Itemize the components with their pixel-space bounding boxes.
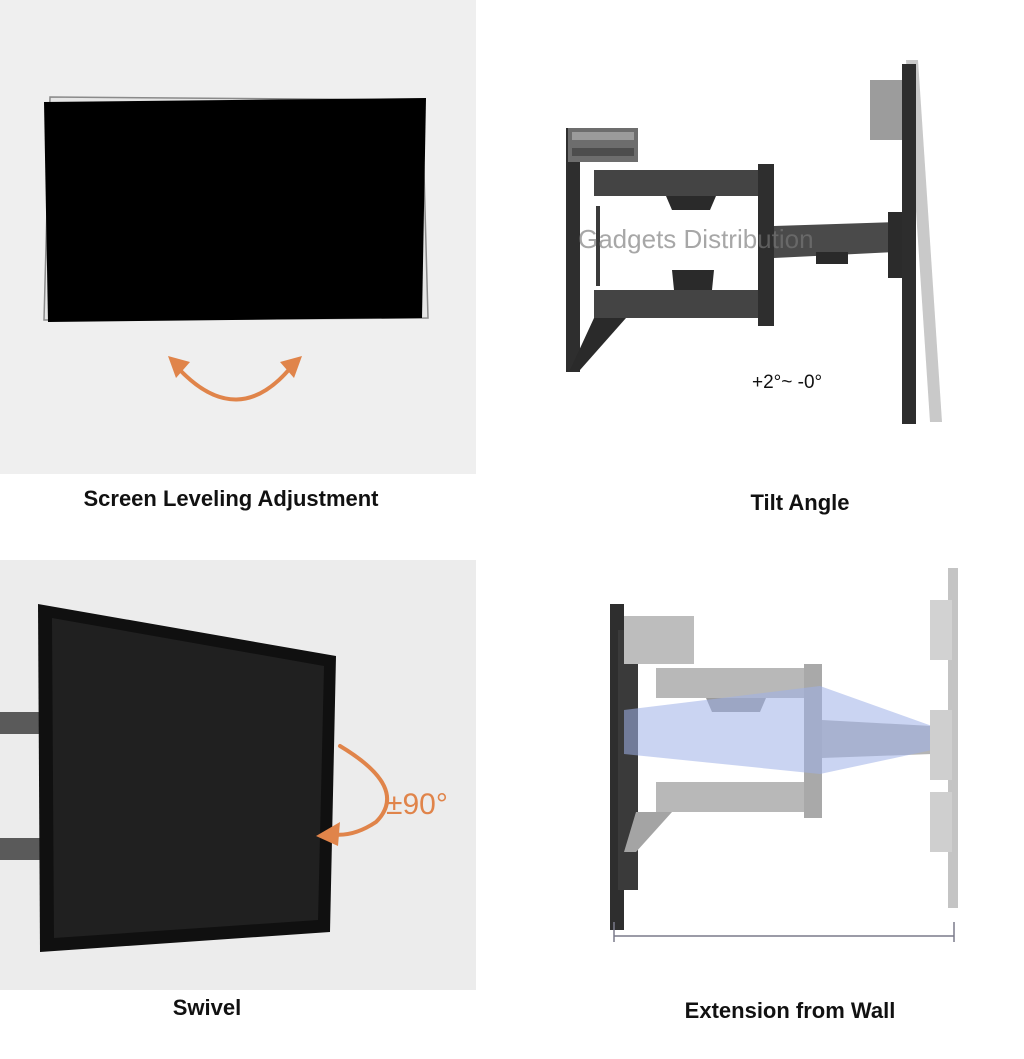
watermark: Gadgets Distribution xyxy=(578,224,814,254)
swivel-caption: Swivel xyxy=(172,995,242,1020)
tv-profile xyxy=(610,604,694,930)
lower-arm xyxy=(570,270,766,370)
tv-screen xyxy=(44,98,426,322)
arm-hinge xyxy=(758,164,774,326)
extension-panel xyxy=(476,560,1024,990)
extension-caption: Extension from Wall xyxy=(684,998,896,1023)
lower-arm xyxy=(624,782,810,852)
swivel-panel xyxy=(0,560,476,990)
screen-leveling-caption: Screen Leveling Adjustment xyxy=(83,486,379,511)
wall-plate xyxy=(930,568,958,908)
screen-leveling-panel xyxy=(0,0,476,474)
rotate-arrow-icon xyxy=(168,356,302,402)
swivel-illustration xyxy=(0,604,389,952)
extension-highlight xyxy=(624,686,932,774)
tilt-angle-label: +2°~ -0° xyxy=(752,372,823,393)
tilt-angle-panel xyxy=(476,0,1024,474)
tv-profile xyxy=(870,64,916,424)
screen-leveling-illustration xyxy=(43,96,429,402)
wall-plate xyxy=(566,128,638,372)
tilt-angle-caption: Tilt Angle xyxy=(750,490,850,515)
swivel-angle-label: ±90° xyxy=(386,788,448,821)
extension-illustration xyxy=(610,568,958,942)
extension-measure-line xyxy=(613,922,955,942)
upper-arm xyxy=(594,170,766,210)
forearm xyxy=(774,222,896,264)
wall-bracket xyxy=(0,712,40,860)
swivel-arrow-icon xyxy=(316,744,389,846)
tilt-mount-illustration xyxy=(566,60,942,424)
